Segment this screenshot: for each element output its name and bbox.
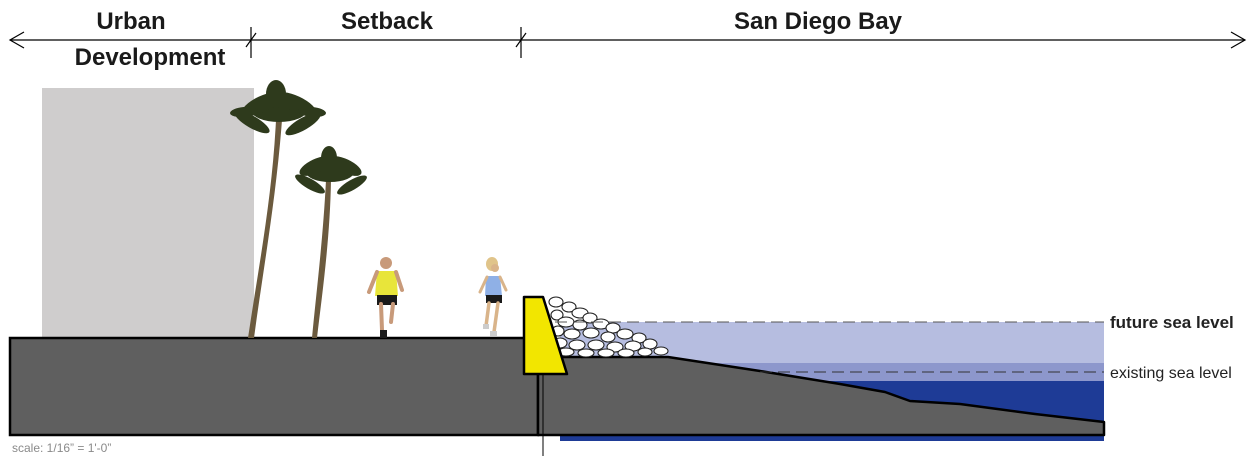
- palm-tree-icon: [293, 146, 369, 338]
- scale-note: scale: 1/16” = 1'-0”: [12, 441, 111, 455]
- zone-label-setback: Setback: [341, 8, 434, 35]
- jogger-icon: [369, 257, 402, 338]
- zone-label-urban-line1: Urban: [96, 8, 165, 35]
- existing-sea-level-label: existing sea level: [1110, 365, 1232, 382]
- zone-label-urban-line2: Development: [75, 44, 226, 71]
- upland-ground: [10, 338, 538, 435]
- future-sea-level-label: future sea level: [1110, 313, 1234, 332]
- urban-building: [42, 88, 254, 338]
- jogger-icon: [480, 257, 506, 336]
- zone-label-bay: San Diego Bay: [734, 8, 903, 35]
